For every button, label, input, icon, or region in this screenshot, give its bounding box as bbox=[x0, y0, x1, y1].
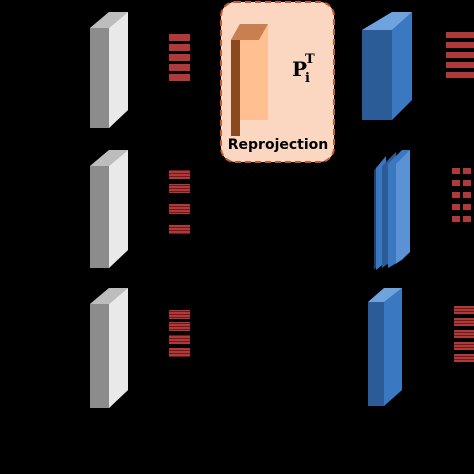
reprojection-symbol-sup: T bbox=[305, 52, 315, 67]
blue-block-3 bbox=[368, 288, 402, 406]
red-grid-right-2 bbox=[452, 168, 471, 222]
red-bars-right-1 bbox=[446, 32, 474, 78]
blue-block-2 bbox=[374, 150, 410, 270]
red-bars-right-3 bbox=[454, 306, 474, 362]
red-bars-1 bbox=[169, 34, 190, 81]
gray-block-1 bbox=[90, 12, 128, 128]
reprojection-label: Reprojection bbox=[228, 137, 329, 153]
reprojection-box bbox=[220, 1, 335, 163]
reprojection-symbol-sub: i bbox=[305, 71, 310, 86]
gray-block-2 bbox=[90, 150, 128, 268]
blue-block-1 bbox=[362, 12, 412, 120]
red-bars-2 bbox=[169, 170, 190, 234]
reprojection-symbol-base: P bbox=[292, 57, 307, 81]
red-bars-3 bbox=[169, 310, 190, 357]
gray-block-3 bbox=[90, 288, 128, 408]
